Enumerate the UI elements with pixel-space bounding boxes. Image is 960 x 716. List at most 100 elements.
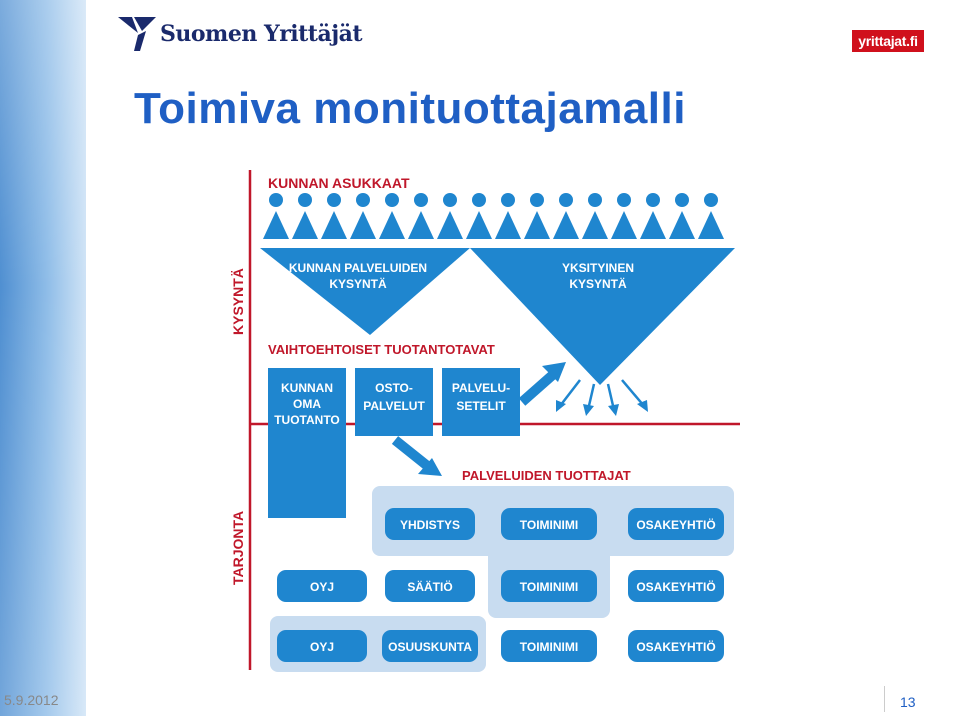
resident-head [385, 193, 399, 207]
vouchers-label-2: SETELIT [456, 399, 506, 413]
resident-head [704, 193, 718, 207]
resident-head [356, 193, 370, 207]
supply-axis-label: TARJONTA [230, 511, 246, 585]
own-production-label-1: KUNNAN [281, 381, 333, 395]
resident-icon [669, 193, 695, 239]
arrow-down-1 [559, 379, 581, 407]
resident-icon [611, 193, 637, 239]
left-accent-bar [0, 0, 86, 716]
pill-label: OSAKEYHTIÖ [636, 517, 715, 532]
pill-label: OSUUSKUNTA [388, 640, 472, 654]
producer-pill: TOIMINIMI [501, 630, 597, 662]
resident-body [524, 211, 550, 239]
arrow-to-producers [391, 436, 434, 472]
resident-icon [495, 193, 521, 239]
arrow-down-2-head [583, 404, 594, 416]
municipal-demand-label-1: KUNNAN PALVELUIDEN [289, 261, 427, 275]
arrow-up-right [518, 368, 560, 406]
footer-divider [884, 686, 885, 712]
resident-icon [321, 193, 347, 239]
arrow-up-right-head [542, 362, 566, 382]
residents-group [263, 193, 724, 239]
resident-head [588, 193, 602, 207]
producers-label: PALVELUIDEN TUOTTAJAT [462, 468, 631, 483]
flow-arrows [391, 362, 648, 476]
pill-shape [628, 570, 724, 602]
brand-name: Suomen Yrittäjät [160, 21, 363, 47]
page-title: Toimiva monituottajamalli [134, 84, 686, 133]
resident-body [698, 211, 724, 239]
resident-icon [292, 193, 318, 239]
site-badge: yrittajat.fi [852, 30, 924, 52]
resident-icon [466, 193, 492, 239]
resident-icon [582, 193, 608, 239]
arrow-down-4-head [637, 400, 648, 412]
arrow-down-4 [621, 379, 645, 407]
pill-shape [628, 508, 724, 540]
resident-head [559, 193, 573, 207]
purchased-services-box [355, 368, 433, 436]
pill-label: TOIMINIMI [520, 518, 578, 532]
resident-body [350, 211, 376, 239]
left-accent-gloss [0, 0, 86, 716]
pill-shape [385, 570, 475, 602]
vouchers-label-1: PALVELU- [452, 381, 510, 395]
own-production-box [268, 368, 346, 518]
producer-pill: TOIMINIMI [501, 508, 597, 540]
pill-shape [385, 508, 475, 540]
resident-icon [437, 193, 463, 239]
resident-body [379, 211, 405, 239]
pill-label: OYJ [310, 580, 334, 594]
resident-head [414, 193, 428, 207]
arrow-down-1-head [556, 400, 566, 412]
municipal-demand-label-2: KYSYNTÄ [329, 276, 387, 291]
purchased-label-2: PALVELUT [363, 399, 425, 413]
producer-pill: OSAKEYHTIÖ [628, 570, 724, 602]
resident-icon [698, 193, 724, 239]
producer-pill: OSAKEYHTIÖ [628, 508, 724, 540]
pill-shape [628, 630, 724, 662]
pill-shape [382, 630, 478, 662]
own-production-label-2: OMA [293, 397, 321, 411]
private-demand-triangle [470, 248, 735, 385]
resident-icon [524, 193, 550, 239]
resident-body [263, 211, 289, 239]
resident-icon [350, 193, 376, 239]
page-number: 13 [900, 694, 916, 710]
resident-head [646, 193, 660, 207]
resident-icon [553, 193, 579, 239]
producer-pill: SÄÄTIÖ [385, 570, 475, 602]
pill-shape [501, 630, 597, 662]
pill-shape [501, 570, 597, 602]
producer-pill: OSUUSKUNTA [382, 630, 478, 662]
pill-shape [501, 508, 597, 540]
alt-methods-label: VAIHTOEHTOISET TUOTANTOTAVAT [268, 342, 495, 357]
arrow-to-producers-head [418, 458, 442, 476]
pill-label: YHDISTYS [400, 518, 460, 532]
pill-label: TOIMINIMI [520, 640, 578, 654]
resident-body [669, 211, 695, 239]
resident-body [292, 211, 318, 239]
producer-pills: YHDISTYS TOIMINIMI OSAKEYHTIÖ OYJ SÄÄTIÖ TOIM… [277, 508, 724, 662]
private-demand-label-2: KYSYNTÄ [569, 276, 627, 291]
own-production-label-3: TUOTANTO [274, 413, 340, 427]
pill-label: OYJ [310, 640, 334, 654]
brand-logo: Suomen Yrittäjät [118, 14, 363, 54]
footer-date: 5.9.2012 [4, 692, 59, 708]
producer-pill: YHDISTYS [385, 508, 475, 540]
purchased-label-1: OSTO- [375, 381, 413, 395]
pill-label: TOIMINIMI [520, 580, 578, 594]
resident-head [501, 193, 515, 207]
resident-icon [408, 193, 434, 239]
producer-pill: TOIMINIMI [501, 570, 597, 602]
resident-body [611, 211, 637, 239]
producer-pill: OYJ [277, 570, 367, 602]
resident-body [437, 211, 463, 239]
private-demand-label-1: YKSITYINEN [562, 261, 634, 275]
resident-head [327, 193, 341, 207]
resident-icon [379, 193, 405, 239]
municipal-demand-triangle [260, 248, 470, 335]
brand-mark-icon [118, 17, 156, 51]
resident-icon [640, 193, 666, 239]
